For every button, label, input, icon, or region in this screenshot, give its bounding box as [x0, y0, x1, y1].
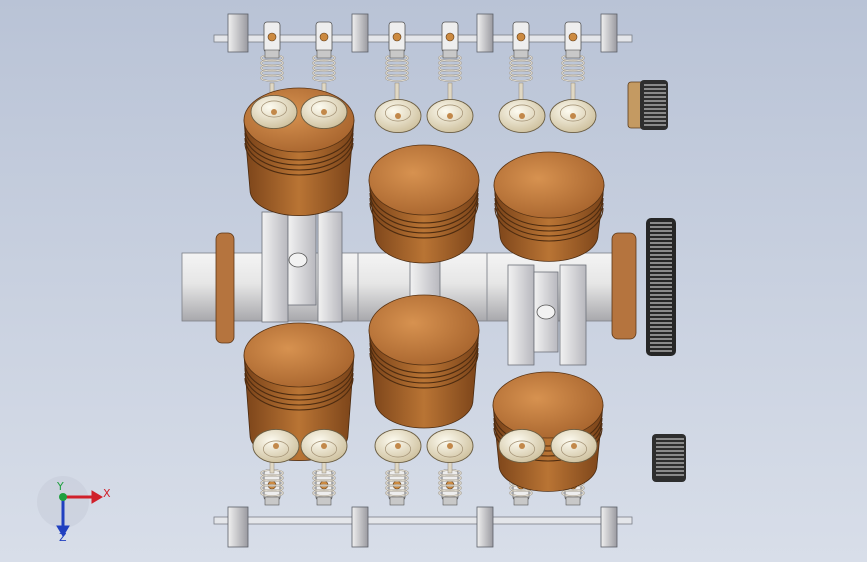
valve-head[interactable] [498, 428, 546, 464]
valve-head[interactable] [300, 428, 348, 464]
piston[interactable] [493, 151, 605, 262]
valve-head[interactable] [498, 98, 546, 134]
valve-assembly[interactable] [509, 21, 533, 104]
axis-z-label: Z [59, 531, 67, 544]
axis-y-label: Y [57, 480, 64, 493]
cam-gear-bottom[interactable] [652, 434, 686, 482]
piston[interactable] [368, 144, 480, 264]
cam-gear-top[interactable] [627, 80, 668, 130]
valve-head[interactable] [549, 98, 597, 134]
valve-head[interactable] [300, 94, 348, 130]
valve-assembly[interactable] [561, 21, 585, 104]
valve-heads[interactable] [250, 94, 598, 464]
valve-head[interactable] [550, 428, 598, 464]
connecting-rod-1[interactable] [261, 204, 343, 323]
valve-head[interactable] [374, 98, 422, 134]
valve-head[interactable] [252, 428, 300, 464]
piston[interactable] [492, 371, 604, 492]
camshaft-bottom[interactable] [213, 506, 633, 548]
valve-head[interactable] [426, 98, 474, 134]
piston[interactable] [368, 294, 480, 429]
valve-head[interactable] [426, 428, 474, 464]
valve-assembly[interactable] [385, 21, 409, 104]
connecting-rod-3[interactable] [507, 264, 587, 366]
valve-assembly[interactable] [260, 21, 284, 104]
camshaft-top[interactable] [213, 13, 633, 53]
valve-head[interactable] [374, 428, 422, 464]
axis-triad [37, 476, 103, 537]
valve-assembly[interactable] [385, 447, 409, 506]
axis-x-label: X [103, 487, 111, 500]
valve-head[interactable] [250, 94, 298, 130]
